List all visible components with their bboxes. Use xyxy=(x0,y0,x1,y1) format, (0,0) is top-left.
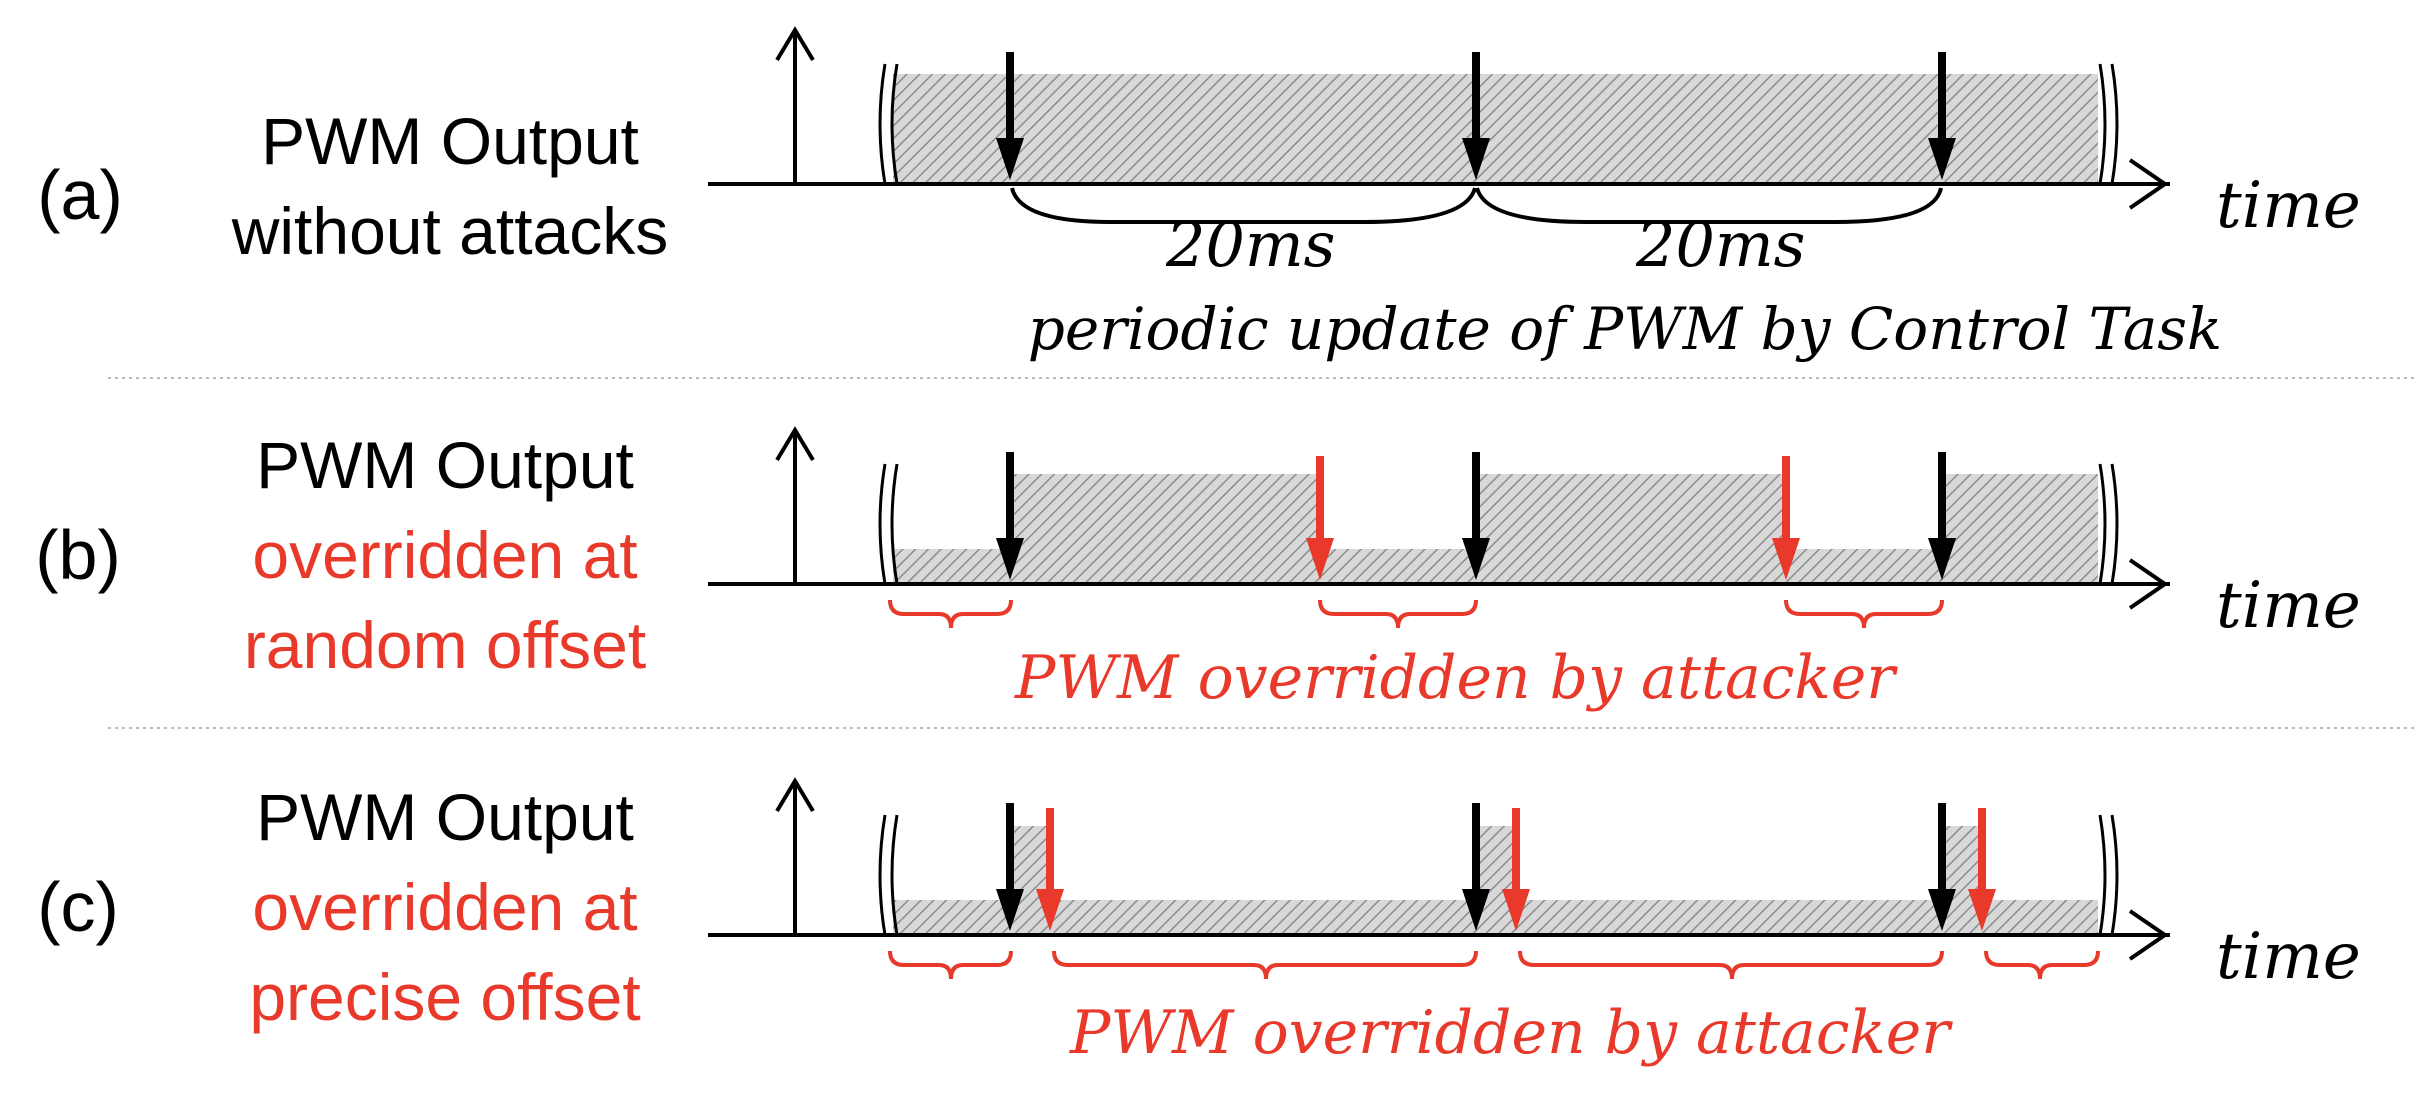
axis-break-right xyxy=(2098,463,2119,585)
axis-break-left xyxy=(878,463,899,585)
panel-title-line: overridden at xyxy=(252,518,638,592)
panel-caption: PWM overridden by attacker xyxy=(1070,998,1950,1068)
attacker-override-arrow xyxy=(1968,808,1996,931)
panel-title-line: precise offset xyxy=(249,960,641,1034)
override-brace xyxy=(888,599,1013,629)
axis-break-left xyxy=(878,814,899,936)
panel-title-line: without attacks xyxy=(231,194,669,268)
control-update-arrow xyxy=(1928,52,1956,180)
time-axis-label: time xyxy=(2216,920,2361,994)
y-axis xyxy=(775,26,815,184)
attacker-override-arrow xyxy=(1772,456,1800,580)
y-axis xyxy=(775,777,815,935)
override-brace xyxy=(1318,599,1478,629)
override-brace xyxy=(1784,599,1944,629)
axis-break-right xyxy=(2098,63,2119,185)
override-brace xyxy=(1052,950,1478,980)
panel-label-c: (c) xyxy=(37,868,119,946)
period-label: 20ms xyxy=(1166,208,1336,281)
period-brace-1 xyxy=(1010,187,1477,224)
attacker-override-arrow xyxy=(1036,808,1064,931)
panel-title-line: overridden at xyxy=(252,870,638,944)
panel-caption: PWM overridden by attacker xyxy=(1015,643,1895,713)
hatched-pwm-region xyxy=(893,74,2098,184)
time-axis xyxy=(708,158,2170,210)
panel-b xyxy=(708,426,2170,629)
axis-break-right xyxy=(2098,814,2119,936)
period-label: 20ms xyxy=(1636,208,1806,281)
panel-title-line: PWM Output xyxy=(256,428,634,502)
override-brace xyxy=(1984,950,2100,980)
control-update-arrow xyxy=(1462,803,1490,931)
panel-label-b: (b) xyxy=(35,516,121,594)
time-axis xyxy=(708,909,2170,961)
hatched-pwm-region xyxy=(893,474,2098,584)
control-update-arrow xyxy=(996,452,1024,580)
panel-a xyxy=(708,26,2170,224)
control-update-arrow xyxy=(1928,803,1956,931)
panel-c xyxy=(708,777,2170,980)
axis-break-left xyxy=(878,63,899,185)
hatched-pwm-region xyxy=(893,826,2098,935)
y-axis xyxy=(775,426,815,584)
attacker-override-arrow xyxy=(1502,808,1530,931)
time-axis-label: time xyxy=(2216,169,2361,243)
time-axis-label: time xyxy=(2216,569,2361,643)
panel-title-line: PWM Output xyxy=(256,780,634,854)
override-brace xyxy=(888,950,1013,980)
control-update-arrow xyxy=(1462,52,1490,180)
control-update-arrow xyxy=(1928,452,1956,580)
attacker-override-arrow xyxy=(1306,456,1334,580)
panel-caption: periodic update of PWM by Control Task xyxy=(1027,295,2223,363)
control-update-arrow xyxy=(996,803,1024,931)
panel-title-line: PWM Output xyxy=(261,104,639,178)
time-axis xyxy=(708,558,2170,610)
panel-label-a: (a) xyxy=(37,156,123,234)
control-update-arrow xyxy=(996,52,1024,180)
panel-title-line: random offset xyxy=(243,608,647,682)
period-brace-2 xyxy=(1475,187,1943,224)
control-update-arrow xyxy=(1462,452,1490,580)
override-brace xyxy=(1518,950,1944,980)
